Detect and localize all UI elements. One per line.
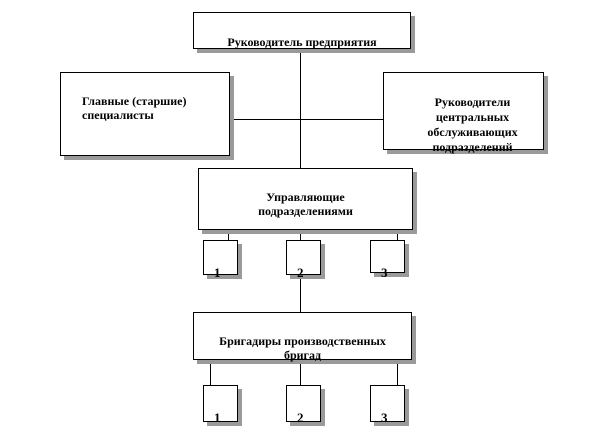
node-unit-2-label: 2	[297, 265, 304, 280]
node-brigade-2-label: 2	[297, 410, 304, 425]
node-brigade-1-label: 1	[214, 410, 221, 425]
node-brigade-2: 2	[286, 385, 321, 425]
node-brigade-3-label: 3	[381, 410, 388, 425]
node-enterprise-head-label: Руководитель предприятия	[227, 35, 377, 49]
node-brigade-leaders: Бригадиры производственных бригад	[193, 312, 412, 362]
node-brigade-3: 3	[370, 385, 405, 425]
node-chief-specialists-label: Главные (старшие) специалисты	[82, 94, 187, 122]
node-unit-3: 3	[370, 240, 405, 280]
node-brigade-leaders-label: Бригадиры производственных бригад	[219, 334, 386, 362]
node-unit-3-label: 3	[381, 265, 388, 280]
node-chief-specialists: Главные (старшие) специалисты	[60, 72, 230, 156]
node-central-service-heads-label: Руководители центральных обслуживающих п…	[427, 95, 518, 154]
node-enterprise-head: Руководитель предприятия	[193, 12, 411, 49]
node-unit-1: 1	[203, 240, 238, 280]
node-unit-1-label: 1	[214, 265, 221, 280]
node-brigade-1: 1	[203, 385, 238, 425]
node-unit-managers: Управляющие подразделениями	[198, 168, 413, 230]
node-unit-managers-label: Управляющие подразделениями	[258, 190, 353, 218]
node-unit-2: 2	[286, 240, 321, 280]
node-central-service-heads: Руководители центральных обслуживающих п…	[383, 72, 544, 154]
